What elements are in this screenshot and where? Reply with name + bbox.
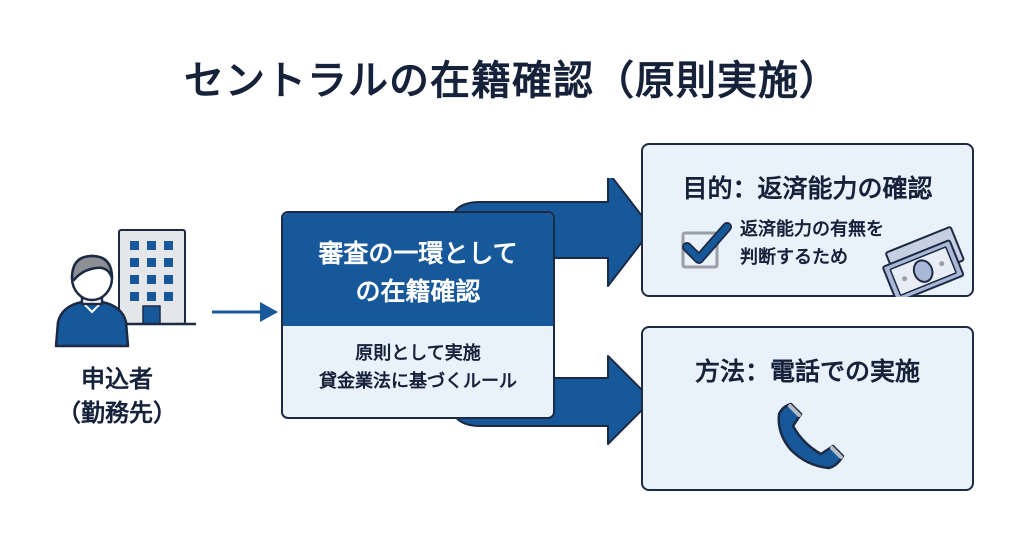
purpose-description: 返済能力の有無を 判断するため [740,216,884,272]
money-bills-icon [882,226,965,297]
applicant-label: 申込者 （勤務先） [52,362,182,430]
center-box: 審査の一環として の在籍確認 原則として実施 貸金業法に基づくルール [281,211,555,419]
purpose-desc-line1: 返済能力の有無を [740,219,884,240]
diagram-title: セントラルの在籍確認（原則実施） [184,58,840,104]
purpose-title: 目的：返済能力の確認 [682,174,933,203]
method-title: 方法：電話での実施 [694,357,920,386]
applicant-label-line2: （勤務先） [57,399,177,427]
office-building-icon [116,229,196,326]
arrow-right-icon [212,302,278,322]
purpose-card: 目的：返済能力の確認 返済能力の有無を 判断するため [641,143,974,297]
center-heading-line2: の在籍確認 [355,277,481,306]
center-detail-line2: 貸金業法に基づくルール [319,371,517,392]
applicant-label-line1: 申込者 [81,365,153,393]
center-detail-line1: 原則として実施 [355,343,481,364]
purpose-desc-line2: 判断するため [740,247,848,268]
person-icon [54,254,130,348]
telephone-handset-icon [777,402,845,470]
center-detail: 原則として実施 貸金業法に基づくルール [283,326,553,396]
checkbox-checked-icon [681,222,732,269]
center-heading: 審査の一環として の在籍確認 [283,213,553,326]
center-heading-line1: 審査の一環として [318,239,518,268]
method-card: 方法：電話での実施 [641,326,974,491]
